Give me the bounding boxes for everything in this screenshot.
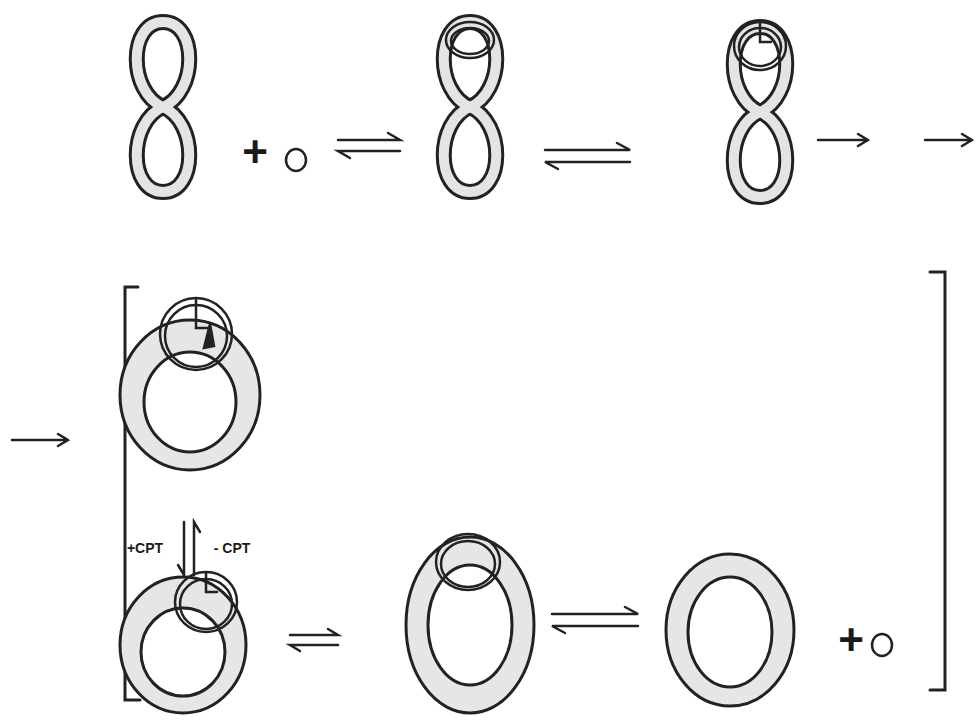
equilibrium-arrow [552, 607, 638, 633]
plus-sign: + [242, 130, 268, 174]
small-ring [734, 22, 786, 70]
ribbon-ring [406, 537, 534, 713]
cpt-label: - CPT [214, 541, 251, 555]
small-ring [446, 22, 494, 58]
small-ring [175, 572, 237, 632]
small-ring [286, 149, 306, 171]
small-ring [872, 634, 892, 656]
figure-eight-ribbon [137, 22, 190, 192]
ribbon-ring [120, 577, 246, 713]
ribbon-ring [120, 320, 260, 470]
figure-eight-ribbon [444, 22, 497, 192]
equilibrium-arrow [290, 629, 338, 651]
small-ring [160, 298, 232, 370]
plus-sign: + [838, 618, 864, 662]
small-ring [436, 534, 500, 590]
ribbon-ring [666, 554, 794, 706]
equilibrium-arrow [545, 143, 630, 169]
equilibrium-arrow [338, 133, 400, 158]
cpt-label: +CPT [127, 541, 163, 555]
equilibrium-arrow [178, 522, 200, 575]
figure-eight-ribbon [734, 27, 787, 197]
